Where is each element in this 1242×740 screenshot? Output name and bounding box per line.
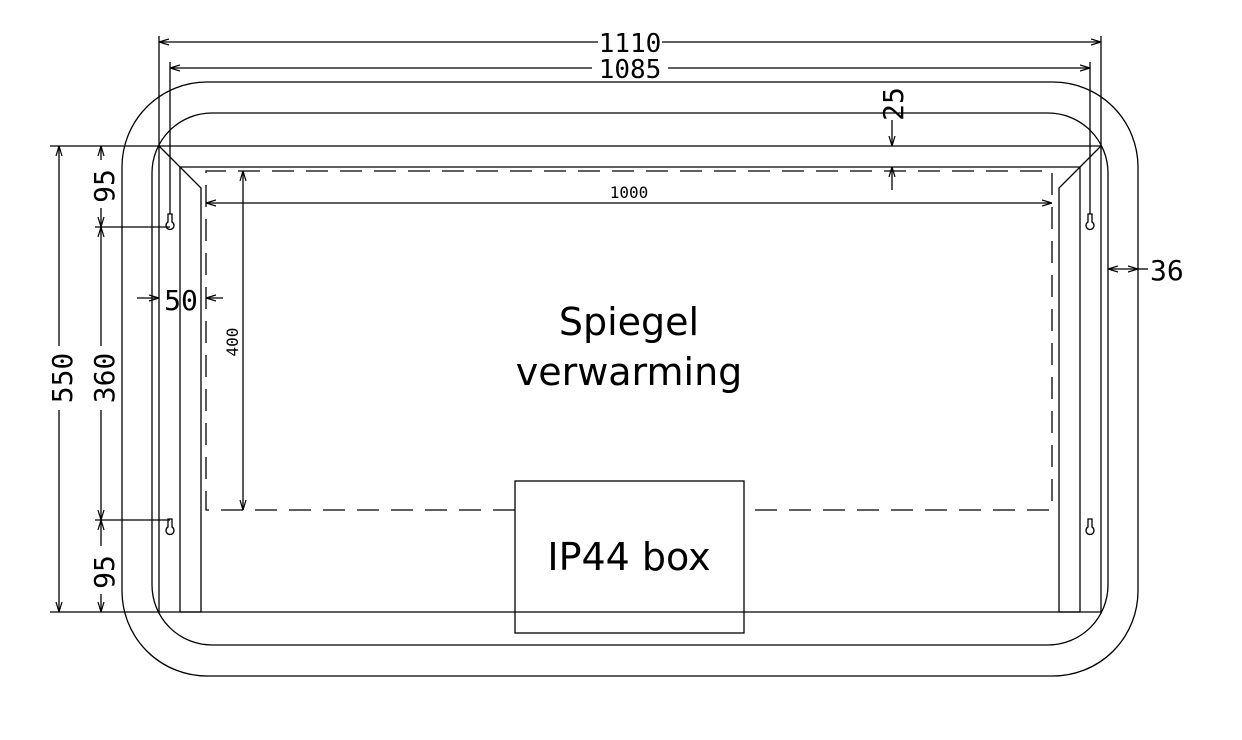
dimension-heater-height: 400: [223, 171, 243, 510]
keyhole-icon: [165, 213, 1095, 536]
svg-text:95: 95: [88, 169, 121, 203]
ip44-box-label: IP44 box: [547, 535, 710, 579]
dimension-overall-width: 1110: [158, 29, 1102, 146]
heater-area: [205, 170, 1053, 511]
inner-mirror-outline: [151, 112, 1109, 646]
dimension-overall-height: 550: [46, 145, 159, 613]
outer-mirror-outline: [121, 81, 1139, 677]
svg-text:95: 95: [88, 555, 121, 589]
svg-text:1110: 1110: [599, 29, 662, 59]
svg-text:400: 400: [223, 328, 242, 357]
heater-label-line2: verwarming: [516, 350, 743, 394]
svg-text:1000: 1000: [610, 183, 649, 202]
dimension-hole-spacing-width: 1085: [169, 55, 1091, 214]
svg-text:1085: 1085: [599, 55, 662, 85]
ip44-box: [514, 480, 745, 634]
dimension-side-gap: 50: [137, 284, 223, 317]
svg-text:25: 25: [877, 87, 910, 121]
svg-text:50: 50: [164, 284, 198, 317]
dimension-heater-width: 1000: [206, 183, 1052, 203]
dimension-hole-positions: 95 360 95: [88, 146, 170, 612]
heater-label-line1: Spiegel: [559, 300, 699, 344]
svg-text:550: 550: [46, 353, 79, 404]
svg-text:36: 36: [1150, 254, 1184, 287]
dimension-edge-offset: 36: [1108, 254, 1184, 287]
dimension-top-gap: 25: [877, 87, 910, 190]
svg-text:360: 360: [88, 353, 121, 404]
